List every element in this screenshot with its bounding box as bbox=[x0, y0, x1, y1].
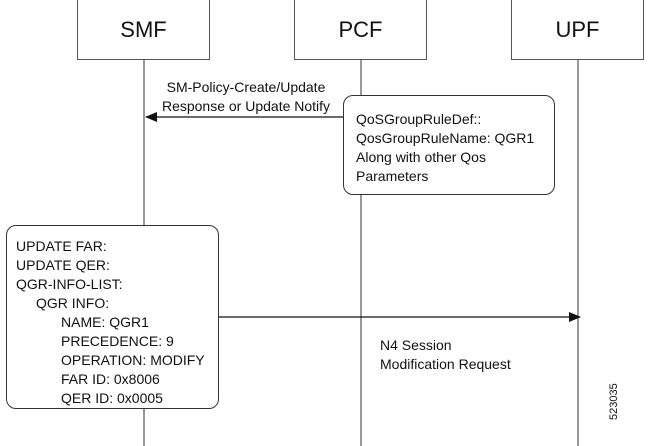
qgr-info-line: QGR INFO: bbox=[36, 295, 110, 311]
qgr-name-line: NAME: QGR1 bbox=[61, 314, 149, 330]
policy-response-line2: Response or Update Notify bbox=[161, 98, 331, 114]
upf-label: UPF bbox=[555, 16, 600, 42]
smf-box: SMF bbox=[77, 0, 210, 60]
policy-response-line1: SM-Policy-Create/Update bbox=[166, 79, 326, 95]
n4-request-line2: Modification Request bbox=[380, 356, 511, 372]
policy-response-label: SM-Policy-Create/Update Response or Upda… bbox=[150, 78, 342, 116]
n4-request-line1: N4 Session bbox=[380, 337, 452, 353]
smf-label: SMF bbox=[120, 16, 167, 42]
qgr-precedence-line: PRECEDENCE: 9 bbox=[61, 333, 174, 349]
pcf-label: PCF bbox=[338, 16, 383, 42]
qer-id-line: QER ID: 0x0005 bbox=[61, 390, 163, 406]
far-id-line: FAR ID: 0x8006 bbox=[61, 371, 160, 387]
policy-note-line2: QosGroupRuleName: QGR1 bbox=[356, 130, 535, 146]
update-qer-line: UPDATE QER: bbox=[16, 257, 110, 273]
upf-box: UPF bbox=[511, 0, 644, 60]
pcf-box: PCF bbox=[294, 0, 427, 60]
n4-request-label: N4 Session Modification Request bbox=[380, 336, 511, 374]
update-far-line: UPDATE FAR: bbox=[16, 238, 107, 254]
policy-note-line4: Parameters bbox=[356, 168, 429, 184]
qos-group-rule-note: QoSGroupRuleDef:: QosGroupRuleName: QGR1… bbox=[343, 95, 555, 195]
qgr-operation-line: OPERATION: MODIFY bbox=[61, 352, 205, 368]
policy-note-line3: Along with other Qos bbox=[356, 149, 486, 165]
policy-note-line1: QoSGroupRuleDef:: bbox=[356, 111, 482, 127]
n4-request-details-note: UPDATE FAR: UPDATE QER: QGR-INFO-LIST: Q… bbox=[6, 225, 219, 409]
qgr-info-list-line: QGR-INFO-LIST: bbox=[16, 276, 123, 292]
figure-id: 523035 bbox=[608, 383, 620, 420]
